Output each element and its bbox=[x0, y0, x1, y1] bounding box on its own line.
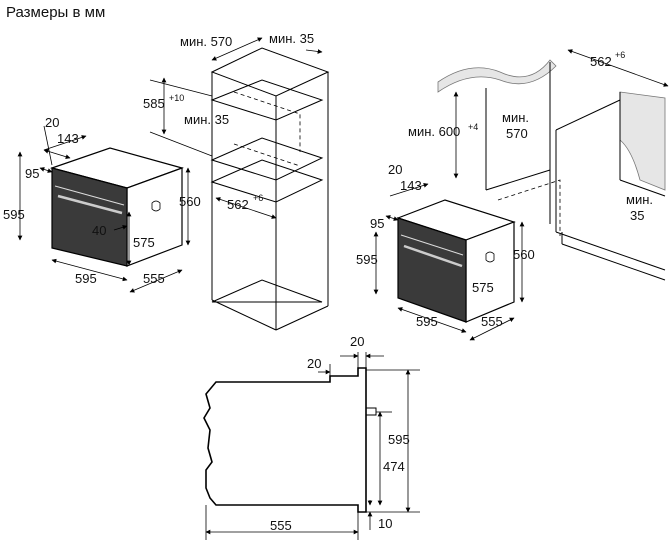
side-view-handle bbox=[365, 407, 377, 416]
page-title: Размеры в мм bbox=[6, 4, 106, 21]
dim-95-right: 95 bbox=[370, 216, 384, 231]
dim-min570-wall-a: мин. bbox=[502, 110, 529, 125]
dim-20-left: 20 bbox=[45, 115, 59, 130]
dim-595-right-w: 595 bbox=[416, 314, 438, 329]
dim-40-left: 40 bbox=[92, 223, 106, 238]
dim-20-right: 20 bbox=[388, 162, 402, 177]
oven-left-handle bbox=[57, 194, 123, 215]
dim-595-right-h: 595 bbox=[356, 252, 378, 267]
dim-575-left: 575 bbox=[133, 235, 155, 250]
dim-min570-wall-b: 570 bbox=[506, 126, 528, 141]
cabinet-dimensions: мин. 570 мин. 35 585 +10 мин. 35 562 +6 bbox=[143, 31, 323, 219]
dim-min35-wall-b: 35 bbox=[630, 208, 644, 223]
dim-143-right: 143 bbox=[400, 178, 422, 193]
dim-562-wall-sup: +6 bbox=[615, 50, 625, 60]
dim-20-side-left: 20 bbox=[307, 356, 321, 371]
dim-585-cab-sup: +10 bbox=[169, 93, 184, 103]
dim-575-right: 575 bbox=[472, 280, 494, 295]
dim-min570-cab: мин. 570 bbox=[180, 34, 232, 49]
dim-555-side: 555 bbox=[270, 518, 292, 533]
oven-left bbox=[49, 147, 184, 267]
side-view-dimensions: 20 20 595 474 10 555 bbox=[205, 334, 420, 540]
dim-595-left-w: 595 bbox=[75, 271, 97, 286]
oven-right-dimensions: 20 143 95 595 560 575 595 555 bbox=[356, 162, 535, 341]
dim-562-wall: 562 bbox=[590, 54, 612, 69]
dim-min35-cab-mid: мин. 35 bbox=[184, 112, 229, 127]
dim-474-side: 474 bbox=[383, 459, 405, 474]
dim-95-left: 95 bbox=[25, 166, 39, 181]
dim-555-right: 555 bbox=[481, 314, 503, 329]
dim-min35-wall-a: мин. bbox=[626, 192, 653, 207]
dim-555-left: 555 bbox=[143, 271, 165, 286]
dim-585-cab: 585 bbox=[143, 96, 165, 111]
dim-560-right: 560 bbox=[513, 247, 535, 262]
dim-min600: мин. 600 bbox=[408, 124, 460, 139]
dim-143-left: 143 bbox=[57, 131, 79, 146]
oven-left-dimensions: 20 143 95 595 40 575 560 595 555 bbox=[3, 115, 201, 293]
dim-10-side: 10 bbox=[378, 516, 392, 531]
oven-right bbox=[396, 199, 516, 323]
dim-562-cab: 562 bbox=[227, 197, 249, 212]
dim-560-left: 560 bbox=[179, 194, 201, 209]
wall-unit bbox=[437, 59, 666, 281]
dim-562-cab-sup: +6 bbox=[253, 193, 263, 203]
dim-min600-sup: +4 bbox=[468, 122, 478, 132]
wall-unit-dimensions: 562 +6 мин. 600 +4 мин. 570 мин. 35 bbox=[408, 49, 669, 223]
dim-20-side-top: 20 bbox=[350, 334, 364, 349]
dim-min35-cab-top: мин. 35 bbox=[269, 31, 314, 46]
side-view-outline bbox=[203, 367, 367, 513]
dim-595-side: 595 bbox=[388, 432, 410, 447]
oven-right-handle bbox=[403, 244, 463, 268]
dim-595-left-h: 595 bbox=[3, 207, 25, 222]
tall-cabinet bbox=[210, 47, 330, 331]
oven-side-view bbox=[203, 367, 377, 513]
